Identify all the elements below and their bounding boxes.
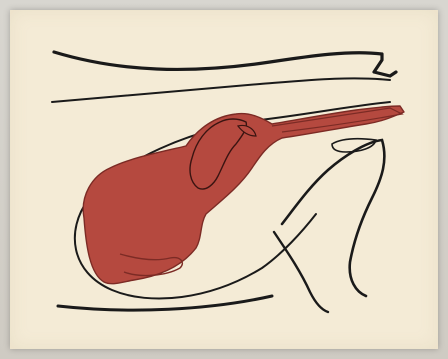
pelvis-bone: [282, 140, 384, 296]
lower-limb-line: [274, 232, 328, 312]
inner-back-line: [52, 78, 390, 102]
outer-back-line: [54, 52, 396, 76]
paper-background: [10, 10, 438, 349]
illustration: [10, 10, 438, 349]
